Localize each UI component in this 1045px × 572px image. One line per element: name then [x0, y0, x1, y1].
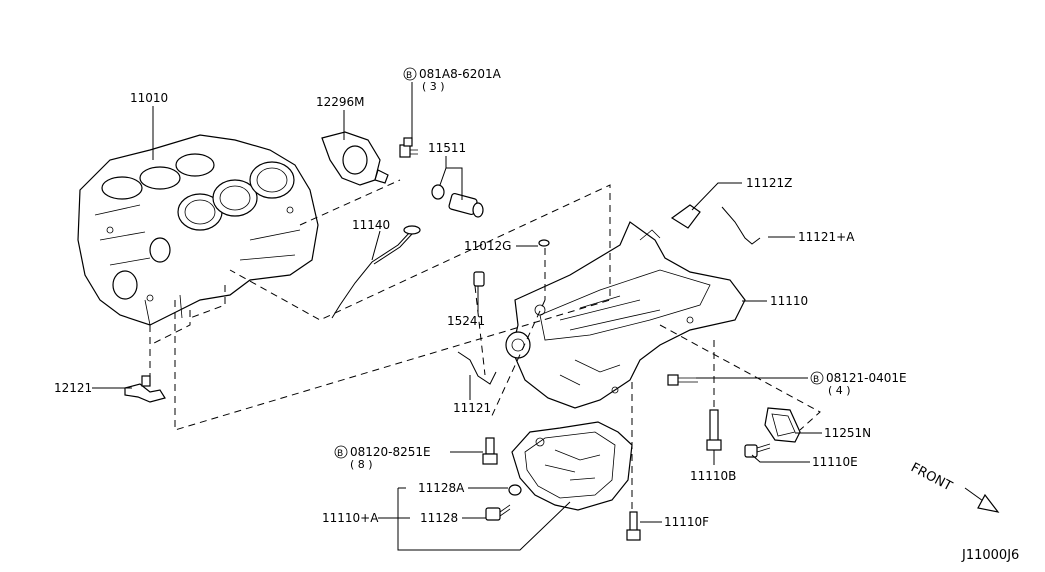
label-081a8-6201a: 081A8-6201A — [419, 67, 502, 81]
label-08121-0401e: 08121-0401E — [826, 371, 907, 385]
bolt-marker-08121: B — [813, 375, 819, 385]
label-081a8-qty: ( 3 ) — [422, 80, 445, 93]
bolt-marker-icon — [810, 371, 824, 385]
crankshaft-sensor-drawing — [124, 375, 166, 403]
label-11128a: 11128A — [418, 481, 465, 495]
label-15241: 15241 — [447, 314, 485, 328]
label-11012g: 11012G — [464, 239, 511, 253]
label-11110e: 11110E — [812, 455, 858, 469]
label-08121-qty: ( 4 ) — [828, 384, 851, 397]
bolt-081a8-drawing — [399, 137, 418, 158]
drain-plug-11128-drawing — [485, 504, 511, 521]
label-11121a: 11121+A — [798, 230, 855, 244]
lower-oil-pan-drawing — [511, 421, 633, 511]
bolt-marker-08120: B — [337, 449, 343, 459]
label-12121: 12121 — [54, 381, 92, 395]
label-12296m: 12296M — [316, 95, 365, 109]
plate-11251n-drawing — [764, 407, 801, 443]
bolt-11110f-drawing — [626, 511, 641, 541]
oil-level-gauge-drawing — [331, 225, 421, 319]
bolt-marker-icon — [403, 67, 417, 81]
diagram-id: J11000J6 — [961, 548, 1019, 563]
label-11110a: 11110+A — [322, 511, 379, 525]
front-arrow-icon — [964, 487, 1000, 513]
gasket-11121a-drawing — [721, 206, 761, 245]
baffle-11121z-drawing — [670, 204, 701, 229]
dashed-assembly-lines — [149, 179, 821, 512]
front-label: FRONT — [908, 460, 954, 494]
upper-oil-pan-drawing — [505, 221, 746, 409]
bolt-11110e-drawing — [744, 443, 771, 458]
cylinder-block-drawing — [77, 134, 319, 326]
washer-11128a-drawing — [508, 484, 522, 496]
bolt-08120-drawing — [482, 437, 498, 465]
label-11121: 11121 — [453, 401, 491, 415]
label-08120-8251e: 08120-8251E — [350, 445, 431, 459]
oil-pipe-drawing — [473, 271, 485, 287]
plug-11012g-drawing — [538, 239, 550, 247]
label-11121z: 11121Z — [746, 176, 792, 190]
bolt-08121-drawing — [667, 374, 698, 386]
label-11010: 11010 — [130, 91, 168, 105]
bolt-marker-081a8: B — [406, 71, 412, 81]
label-11110f: 11110F — [664, 515, 709, 529]
label-11128: 11128 — [420, 511, 458, 525]
gasket-11121-drawing — [457, 351, 497, 385]
bolt-11110b-drawing — [706, 409, 722, 451]
bolt-marker-icon — [334, 445, 348, 459]
label-11511: 11511 — [428, 141, 466, 155]
rear-oil-seal-drawing — [321, 131, 389, 186]
oil-pressure-switch-drawing — [431, 184, 484, 218]
label-11110b: 11110B — [690, 469, 736, 483]
label-11140: 11140 — [352, 218, 390, 232]
label-11251n: 11251N — [824, 426, 871, 440]
label-08120-qty: ( 8 ) — [350, 458, 373, 471]
label-11110: 11110 — [770, 294, 808, 308]
leader-lines — [92, 82, 822, 551]
